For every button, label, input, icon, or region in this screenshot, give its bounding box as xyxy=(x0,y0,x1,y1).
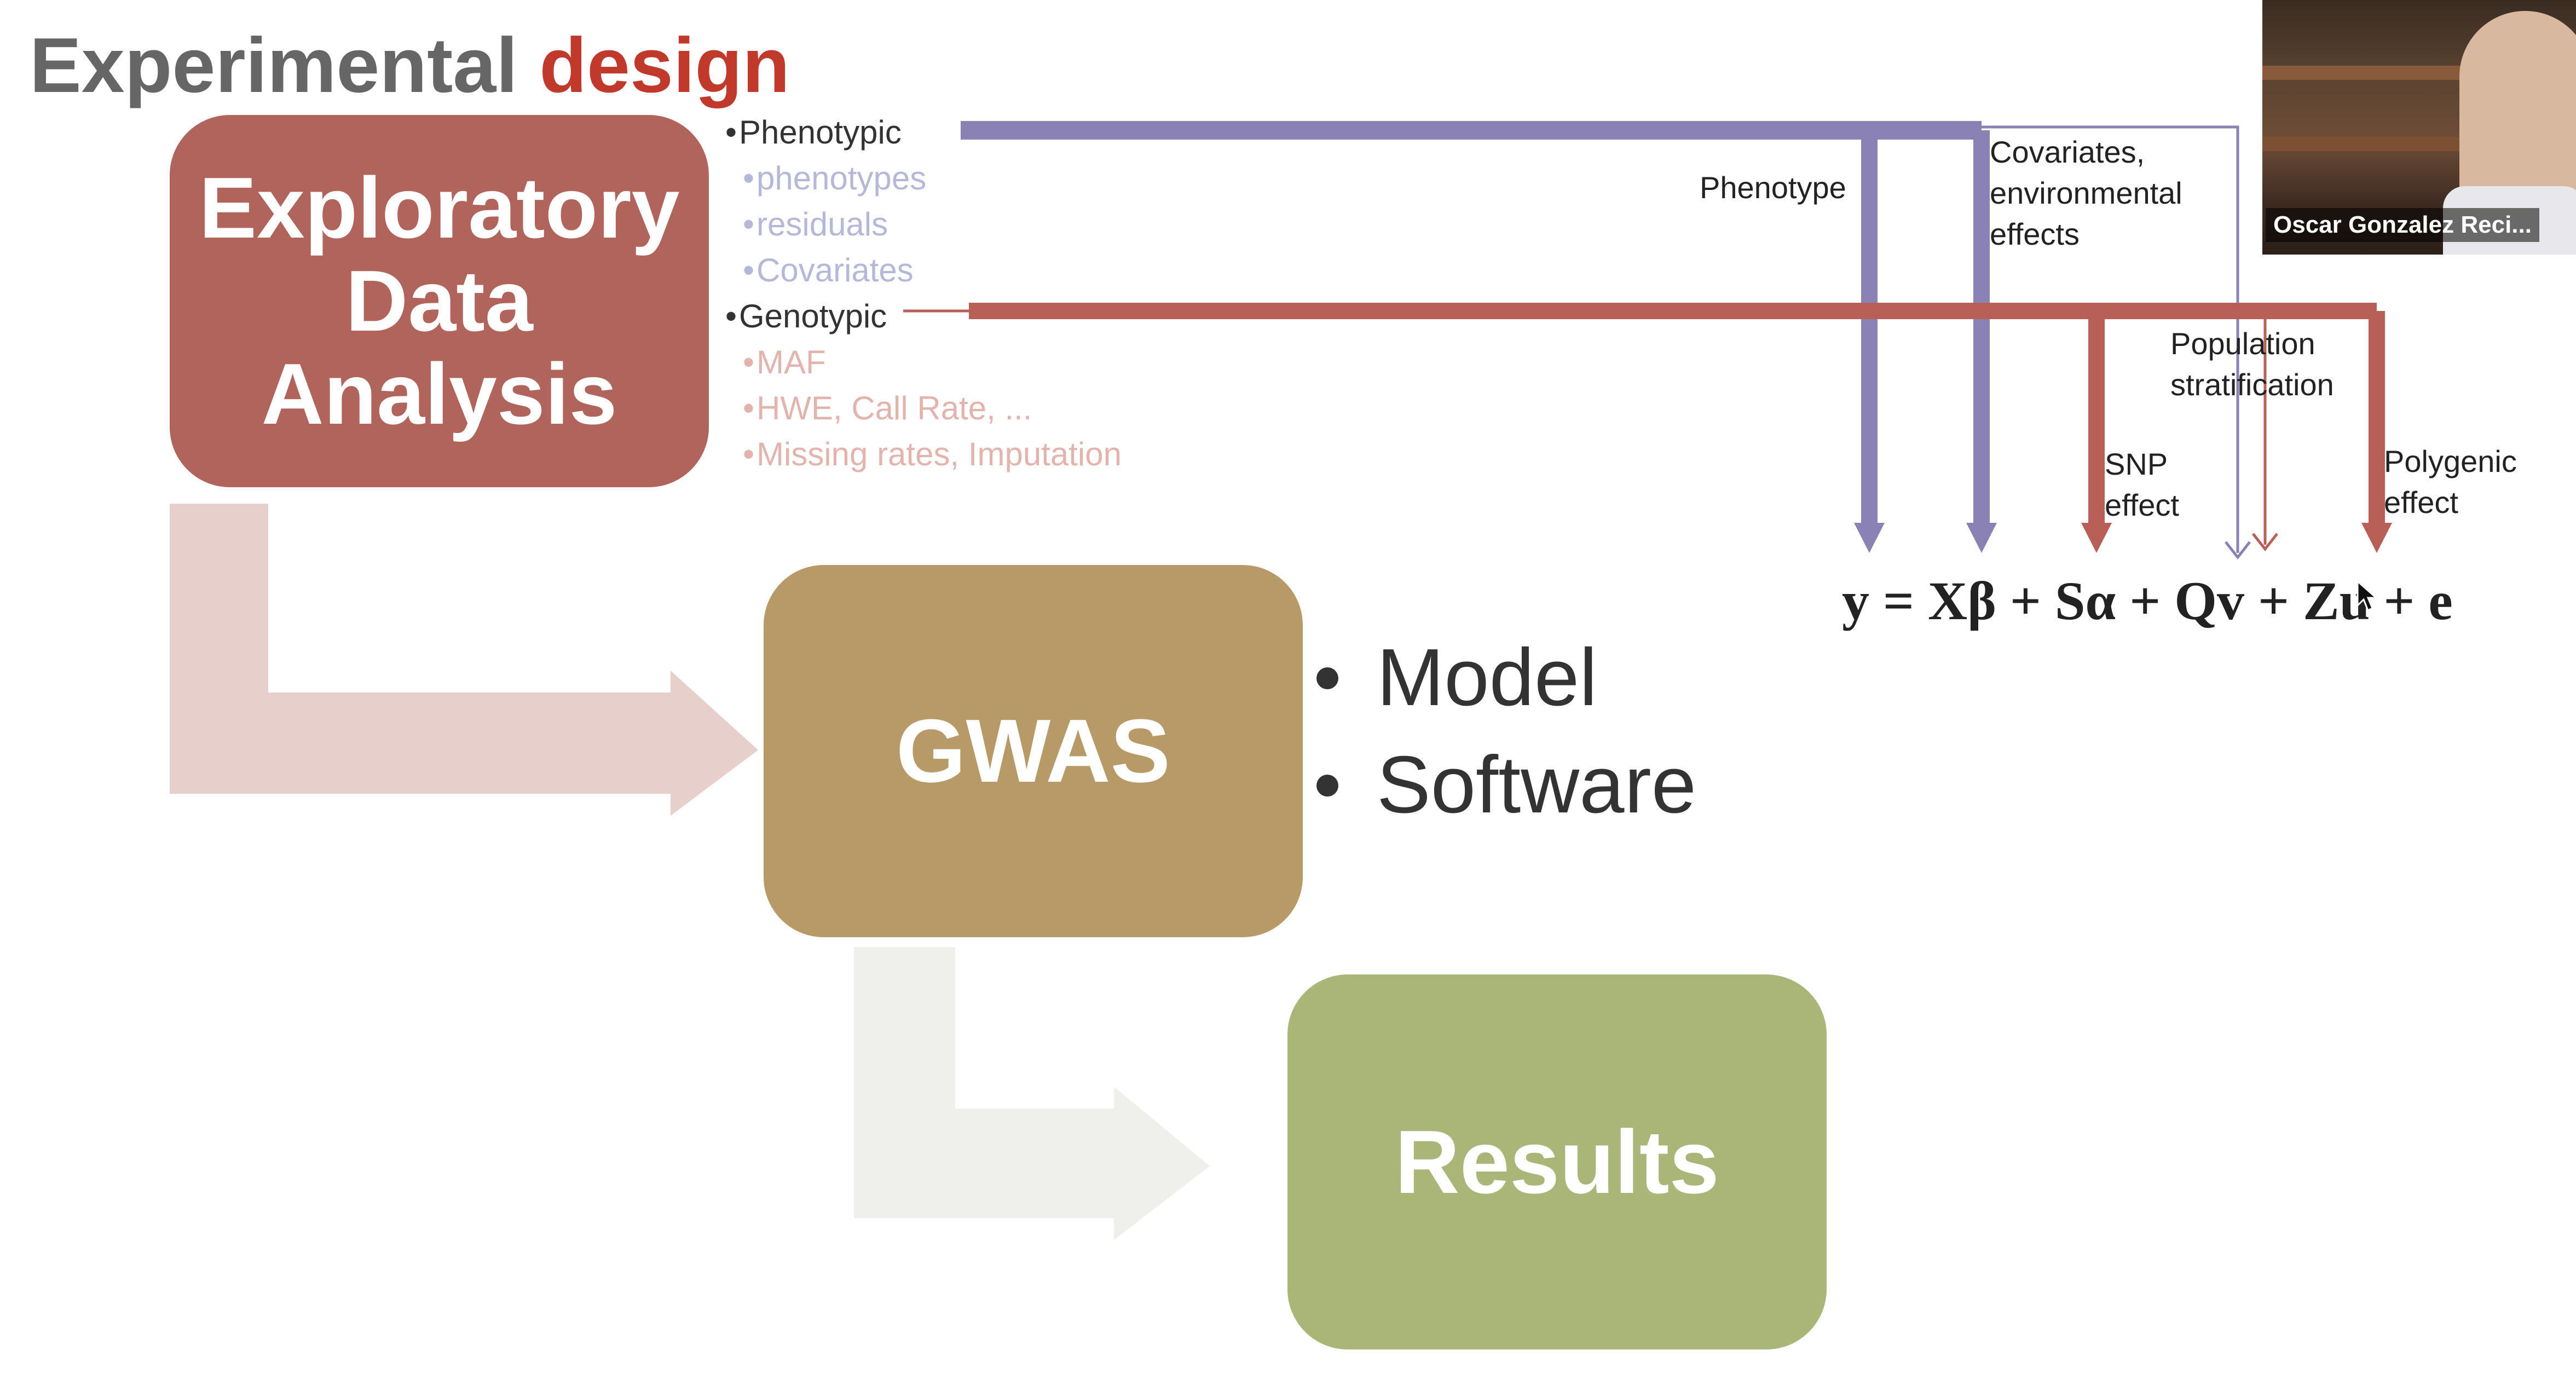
genotypic-heading: •Genotypic xyxy=(725,298,887,334)
results-box-label: Results xyxy=(1395,1111,1719,1212)
bullet-dot xyxy=(1316,667,1338,689)
phenotypic-item-text: Covariates xyxy=(756,252,914,289)
label-polygenic-effect: Polygenic effect xyxy=(2384,444,2517,520)
arrowhead-polygenic xyxy=(2361,523,2392,553)
gwas-item-text: Software xyxy=(1377,740,1697,830)
genotypic-item-text: Missing rates, Imputation xyxy=(756,436,1122,472)
flow-arrow-gwas-to-results xyxy=(854,947,1210,1240)
gwas-item-text: Model xyxy=(1377,632,1598,723)
eda-criteria-list: •Phenotypic •phenotypes •residuals •Cova… xyxy=(725,109,1122,477)
genotypic-lines xyxy=(903,303,2385,545)
phenotypic-heading-text: Phenotypic xyxy=(739,114,902,151)
list-item: •HWE, Call Rate, ... xyxy=(743,390,1032,426)
genotypic-arrowheads xyxy=(2081,523,2392,553)
genotypic-heading-text: Genotypic xyxy=(739,298,887,334)
gwas-box: GWAS xyxy=(764,565,1303,937)
label-phenotype: Phenotype xyxy=(1700,170,1846,205)
label-population-stratification: Population stratification xyxy=(2170,326,2334,402)
list-item: •Missing rates, Imputation xyxy=(743,436,1122,472)
list-item: •MAF xyxy=(743,344,826,380)
list-item: Software xyxy=(1316,731,1696,839)
arrowhead-snp xyxy=(2081,523,2112,553)
phenotypic-lines xyxy=(961,121,2239,553)
slide-title-red: design xyxy=(539,22,790,109)
label-snp-effect: SNP effect xyxy=(2105,447,2179,522)
phenotypic-arrowheads xyxy=(1854,523,2251,560)
slide-title: Experimental design xyxy=(30,16,790,115)
arrowhead-population-thin xyxy=(2225,541,2251,560)
list-item: •residuals xyxy=(743,206,888,243)
list-item: •Covariates xyxy=(743,252,914,289)
mixed-model-equation: y = Xβ + Sα + Qv + Zu + e xyxy=(1842,570,2453,631)
gwas-box-label: GWAS xyxy=(896,701,1171,801)
participant-video-tile[interactable]: Oscar Gonzalez Reci... xyxy=(2262,0,2576,255)
participant-name-label: Oscar Gonzalez Reci... xyxy=(2266,208,2539,242)
list-item: Model xyxy=(1316,624,1696,731)
slide-title-gray: Experimental xyxy=(30,22,518,109)
eda-box-label: Exploratory Data Analysis xyxy=(199,160,680,442)
results-box: Results xyxy=(1287,974,1827,1349)
bullet-dot xyxy=(1316,774,1338,797)
gwas-list: Model Software xyxy=(1316,624,1696,839)
arrowhead-population-thin-red xyxy=(2252,533,2278,552)
phenotypic-item-text: phenotypes xyxy=(756,160,927,197)
label-covariates: Covariates, environmental effects xyxy=(1990,135,2182,251)
flow-arrow-eda-to-gwas xyxy=(170,504,758,816)
eda-box: Exploratory Data Analysis xyxy=(170,115,709,487)
arrowhead-covariates xyxy=(1966,523,1997,553)
arrowhead-phenotype xyxy=(1854,523,1885,553)
list-item: •phenotypes xyxy=(743,160,927,197)
phenotypic-item-text: residuals xyxy=(756,206,888,243)
genotypic-item-text: MAF xyxy=(756,344,826,380)
genotypic-item-text: HWE, Call Rate, ... xyxy=(756,390,1032,426)
mouse-pointer-icon xyxy=(2356,580,2378,612)
phenotypic-heading: •Phenotypic xyxy=(725,114,902,151)
